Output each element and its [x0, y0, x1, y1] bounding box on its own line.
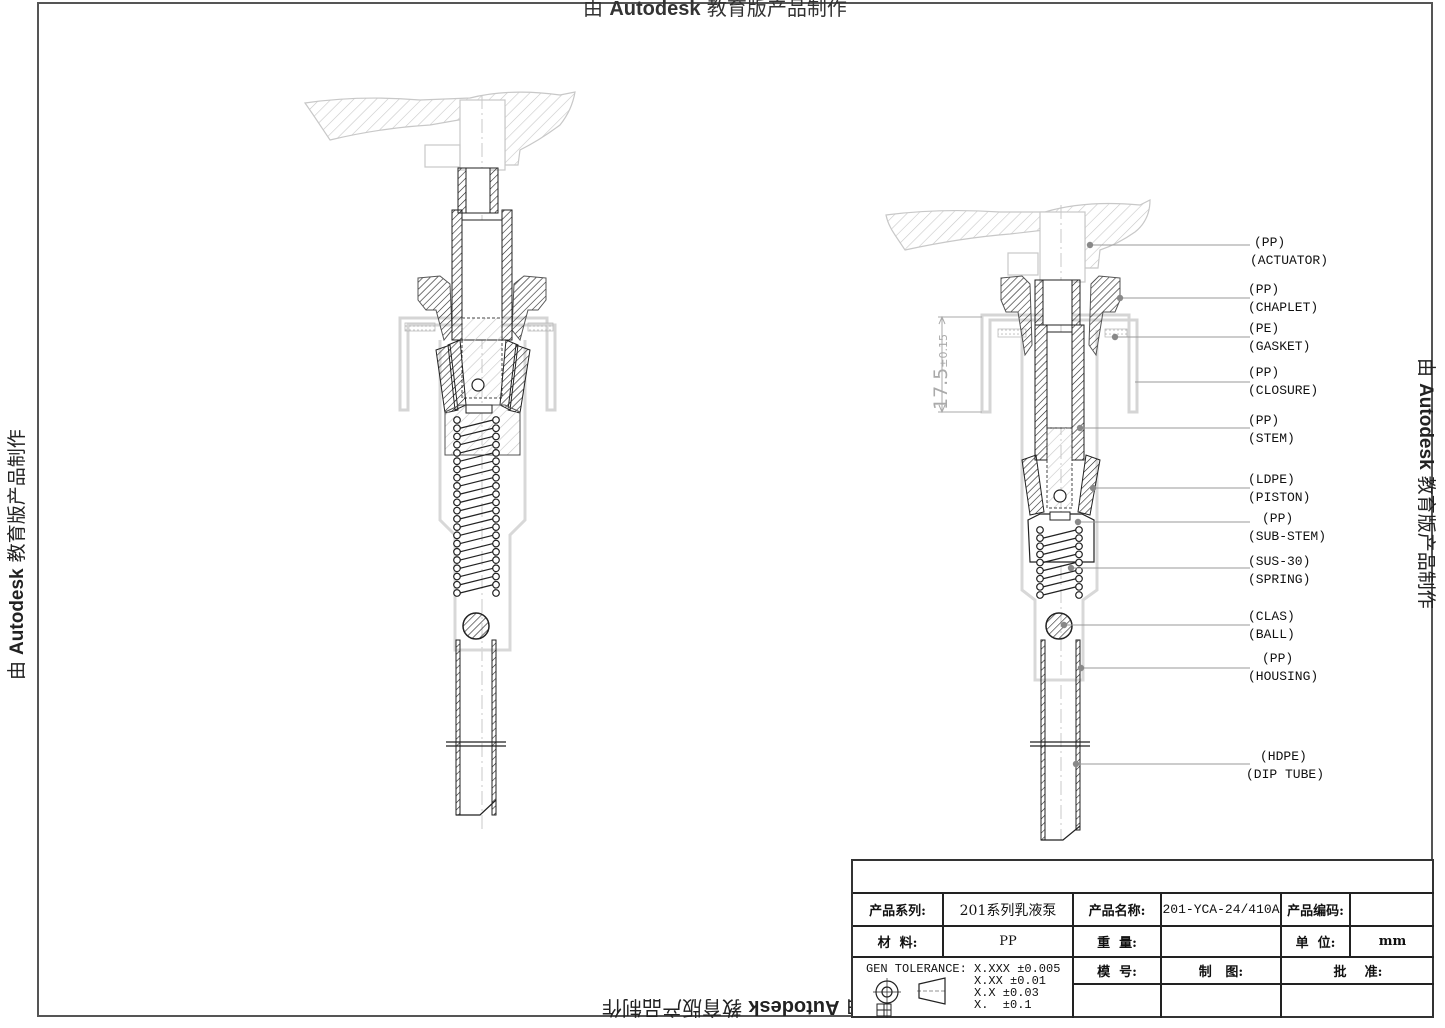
right-pump-drawing — [885, 199, 1250, 841]
callout-part: (PISTON) — [1248, 489, 1311, 505]
projection-symbol-icon — [873, 977, 947, 1018]
callout-spring: (SUS-30) (SPRING) — [1248, 553, 1310, 588]
material-label: 材 料: — [877, 936, 918, 951]
leader-lines — [1064, 244, 1250, 765]
callout-part: (STEM) — [1248, 430, 1295, 446]
tolerance-1: X.XXX ±0.005 — [974, 962, 1061, 976]
name-label: 产品名称: — [1088, 904, 1146, 919]
callout-material: (LDPE) — [1248, 472, 1295, 487]
left-pump-drawing — [303, 91, 576, 830]
name-value: 201-YCA-24/410A — [1162, 902, 1280, 917]
callout-stem: (PP) (STEM) — [1248, 412, 1295, 447]
watermark-top: 由 Autodesk 教育版产品制作 — [583, 0, 847, 21]
callout-actuator: (PP) (ACTUATOR) — [1250, 234, 1328, 269]
unit-label: 单 位: — [1295, 936, 1336, 951]
approved-label: 批 准: — [1333, 965, 1383, 980]
callout-material: (PP) — [1248, 365, 1280, 380]
callout-material: (PE) — [1248, 321, 1280, 336]
callout-material: (PP) — [1254, 235, 1286, 250]
callout-part: (CHAPLET) — [1248, 299, 1319, 315]
callout-part: (BALL) — [1248, 626, 1295, 642]
callout-piston: (LDPE) (PISTON) — [1248, 471, 1310, 506]
callout-sub-stem: (PP) (SUB-STEM) — [1248, 510, 1326, 545]
code-label: 产品编码: — [1287, 904, 1344, 919]
material-value: PP — [999, 934, 1017, 949]
callout-part: (ACTUATOR) — [1250, 252, 1329, 268]
callout-material: (SUS-30) — [1248, 554, 1311, 569]
left-spring — [453, 416, 500, 597]
dimension-tolerance: ±0.15 — [937, 333, 950, 368]
unit-value: mm — [1378, 934, 1407, 949]
drawing-frame — [37, 2, 1433, 1017]
weight-label: 重 量: — [1097, 936, 1137, 951]
callout-part: (SPRING) — [1248, 571, 1311, 587]
leader-dots — [1060, 241, 1124, 768]
callout-part: (GASKET) — [1248, 338, 1311, 354]
watermark-suffix: 教育版产品制作 — [706, 0, 847, 20]
callout-part: (DIP TUBE) — [1246, 766, 1325, 782]
callout-housing: (PP) (HOUSING) — [1248, 650, 1318, 685]
tolerance-label: GEN TOLERANCE: — [866, 962, 967, 976]
callout-dip-tube: (HDPE) (DIP TUBE) — [1246, 748, 1324, 783]
drawn-label: 制 图: — [1198, 965, 1244, 980]
callout-part: (SUB-STEM) — [1248, 528, 1327, 544]
watermark-brand: Autodesk — [609, 0, 701, 20]
callout-chaplet: (PP) (CHAPLET) — [1248, 281, 1318, 316]
callout-part: (CLOSURE) — [1248, 382, 1319, 398]
callout-closure: (PP) (CLOSURE) — [1248, 364, 1318, 399]
callout-material: (PP) — [1262, 651, 1294, 666]
tolerance-2: X.XX ±0.01 — [974, 974, 1047, 988]
series-value: 201系列乳液泵 — [959, 902, 1057, 919]
mold-label: 模 号: — [1097, 965, 1137, 980]
callout-part: (HOUSING) — [1248, 668, 1319, 684]
callout-material: (CLAS) — [1248, 609, 1295, 624]
code-value — [1351, 894, 1434, 925]
watermark-prefix: 由 — [583, 0, 603, 20]
callout-gasket: (PE) (GASKET) — [1248, 320, 1310, 355]
dimension-value: 17.5 — [930, 367, 952, 410]
tolerance-4: X. ±0.1 — [974, 998, 1032, 1012]
right-spring — [1036, 526, 1083, 599]
dimension-label: 17.5±0.15 — [930, 334, 952, 410]
callout-material: (HDPE) — [1260, 749, 1307, 764]
callout-material: (PP) — [1248, 282, 1280, 297]
tolerance-3: X.X ±0.03 — [974, 986, 1039, 1000]
callout-material: (PP) — [1262, 511, 1294, 526]
weight-value — [1162, 927, 1280, 956]
series-label: 产品系列: — [869, 904, 926, 919]
callout-material: (PP) — [1248, 413, 1280, 428]
callout-ball: (CLAS) (BALL) — [1248, 608, 1295, 643]
title-block: 产品系列: 201系列乳液泵 产品名称: 201-YCA-24/410A 产品编… — [851, 859, 1434, 1018]
